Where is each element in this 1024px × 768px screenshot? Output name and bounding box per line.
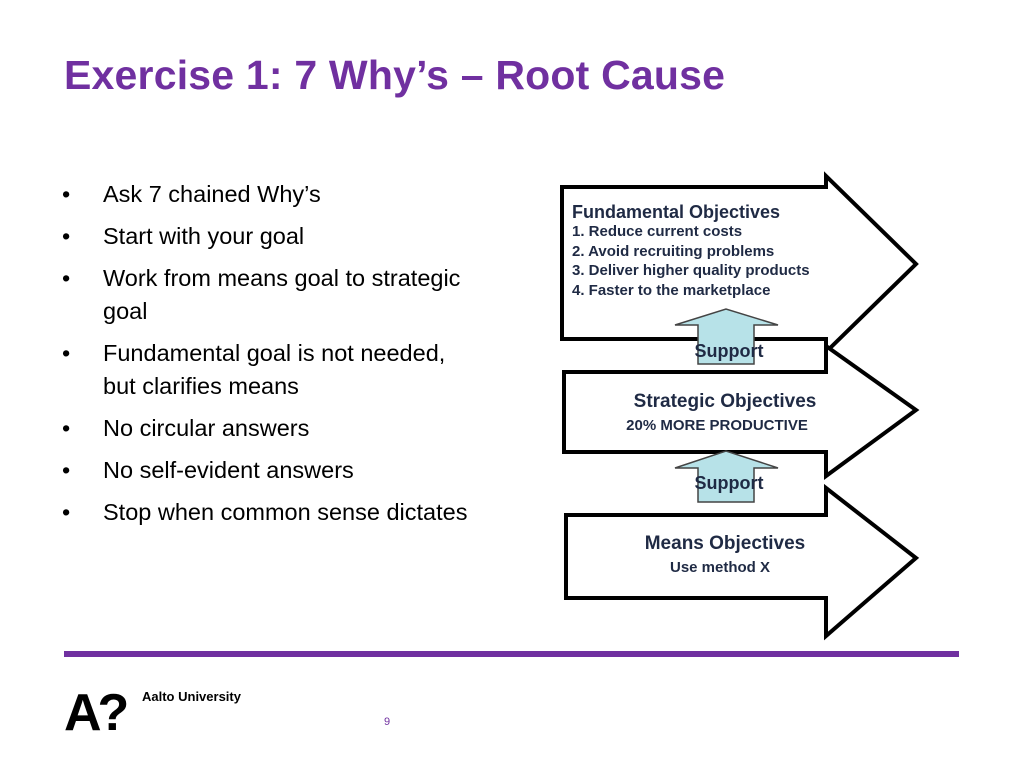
fundamental-item: 1. Reduce current costs — [572, 223, 742, 240]
footer-divider — [64, 651, 959, 657]
fundamental-heading: Fundamental Objectives — [572, 202, 780, 222]
strategic-heading: Strategic Objectives — [634, 391, 817, 412]
fundamental-item: 3. Deliver higher quality products — [572, 262, 810, 279]
slide-title: Exercise 1: 7 Why’s – Root Cause — [64, 52, 726, 98]
support-arrow-up-icon — [674, 450, 779, 503]
bullet-list: Ask 7 chained Why’s Start with your goal… — [62, 178, 482, 538]
support-arrow-up-icon — [674, 308, 779, 365]
fundamental-objectives-arrow — [560, 171, 919, 357]
support-label: Support — [695, 341, 764, 361]
bullet-item: No circular answers — [62, 412, 482, 445]
page-number: 9 — [383, 716, 391, 728]
bullet-item: Ask 7 chained Why’s — [62, 178, 482, 211]
aalto-logo: A? — [64, 686, 131, 732]
means-objectives-arrow — [564, 483, 920, 641]
fundamental-item: 2. Avoid recruiting problems — [572, 243, 774, 260]
strategic-subtext: 20% MORE PRODUCTIVE — [626, 417, 808, 434]
bullet-item: Start with your goal — [62, 220, 482, 253]
means-heading: Means Objectives — [645, 533, 806, 554]
fundamental-item: 4. Faster to the marketplace — [572, 282, 770, 299]
university-name: Aalto University — [142, 689, 241, 704]
means-subtext: Use method X — [670, 559, 770, 576]
aalto-logo-text: A? — [64, 686, 127, 732]
bullet-item: Work from means goal to strategic goal — [62, 262, 482, 328]
bullet-item: Stop when common sense dictates — [62, 496, 482, 529]
strategic-objectives-arrow — [562, 342, 920, 480]
bullet-item: Fundamental goal is not needed, but clar… — [62, 337, 482, 403]
support-label: Support — [695, 473, 764, 493]
bullet-item: No self-evident answers — [62, 454, 482, 487]
